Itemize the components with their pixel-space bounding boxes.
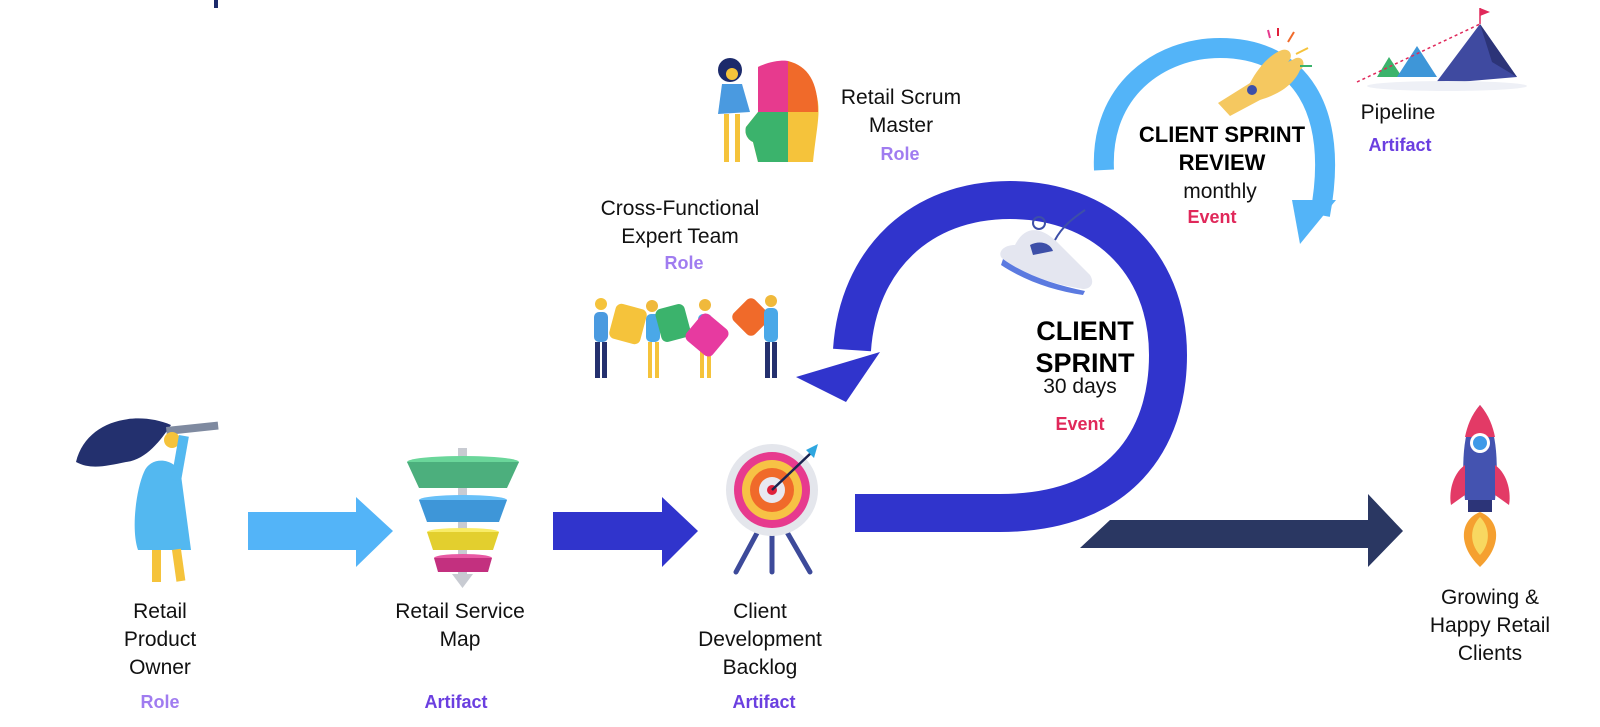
sneaker-icon (1000, 209, 1093, 295)
sprint-review-tag: Event (1187, 207, 1237, 227)
expert-team-line-1: Cross-Functional (600, 197, 760, 220)
target-icon (726, 444, 818, 575)
puzzle-head-icon (718, 58, 819, 162)
arrow-owner-to-map (248, 497, 393, 567)
service-map-tag: Artifact (424, 692, 488, 712)
clients-line-3: Clients (1457, 642, 1523, 665)
rocket-icon (1450, 405, 1510, 567)
mountains-icon (1356, 8, 1527, 91)
pipeline-tag: Artifact (1368, 135, 1432, 155)
scrum-master-tag: Role (880, 144, 920, 164)
product-owner-label: Retail Product Owner (90, 598, 230, 682)
sprint-review-title: CLIENT SPRINT REVIEW (1122, 121, 1322, 177)
expert-team-line-2: Expert Team (621, 225, 739, 248)
expert-team-tag: Role (664, 253, 704, 273)
title-fragment (214, 0, 218, 8)
product-owner-tag: Role (140, 692, 180, 712)
scrum-master-line-1: Retail Scrum (840, 86, 962, 109)
sprint-title-line-2: SPRINT (1035, 348, 1135, 378)
review-cycle-arrowhead (1292, 200, 1336, 244)
team-puzzle-icon (594, 295, 778, 378)
sprint-review-title-line-1: CLIENT SPRINT (1138, 122, 1306, 147)
product-owner-line-3: Owner (129, 656, 191, 679)
sprint-cycle-arrowhead (796, 352, 880, 402)
backlog-label: Client Development Backlog (670, 598, 850, 682)
service-map-line-1: Retail Service (395, 600, 525, 623)
product-owner-line-1: Retail (133, 600, 187, 623)
backlog-line-3: Backlog (722, 656, 798, 679)
funnel-icon (407, 448, 519, 588)
backlog-line-1: Client (733, 600, 787, 623)
expert-team-label: Cross-Functional Expert Team (580, 195, 780, 251)
product-owner-line-2: Product (123, 628, 197, 651)
sprint-tag: Event (1055, 414, 1105, 434)
scrum-master-line-2: Master (868, 114, 934, 137)
backlog-line-2: Development (698, 628, 822, 651)
pipeline-label: Pipeline (1360, 101, 1436, 124)
arrow-map-to-backlog (553, 497, 698, 567)
sprint-title-line-1: CLIENT (1036, 316, 1134, 346)
high-five-icon (1218, 28, 1312, 116)
scrum-master-label: Retail Scrum Master (826, 84, 976, 140)
clients-label: Growing & Happy Retail Clients (1415, 584, 1565, 668)
sprint-review-title-line-2: REVIEW (1178, 150, 1266, 175)
woman-with-telescope-icon (76, 418, 219, 582)
sprint-duration: 30 days (1043, 375, 1117, 398)
clients-line-2: Happy Retail (1429, 614, 1551, 637)
review-cycle-loop (1093, 37, 1336, 217)
service-map-label: Retail Service Map (370, 598, 550, 654)
clients-line-1: Growing & (1440, 586, 1540, 609)
backlog-tag: Artifact (732, 692, 796, 712)
service-map-line-2: Map (439, 628, 481, 651)
sprint-cycle-loop (833, 180, 1188, 532)
sprint-title: CLIENT SPRINT (1005, 315, 1165, 379)
sprint-review-frequency: monthly (1183, 180, 1257, 203)
arrow-to-clients (1080, 494, 1403, 567)
